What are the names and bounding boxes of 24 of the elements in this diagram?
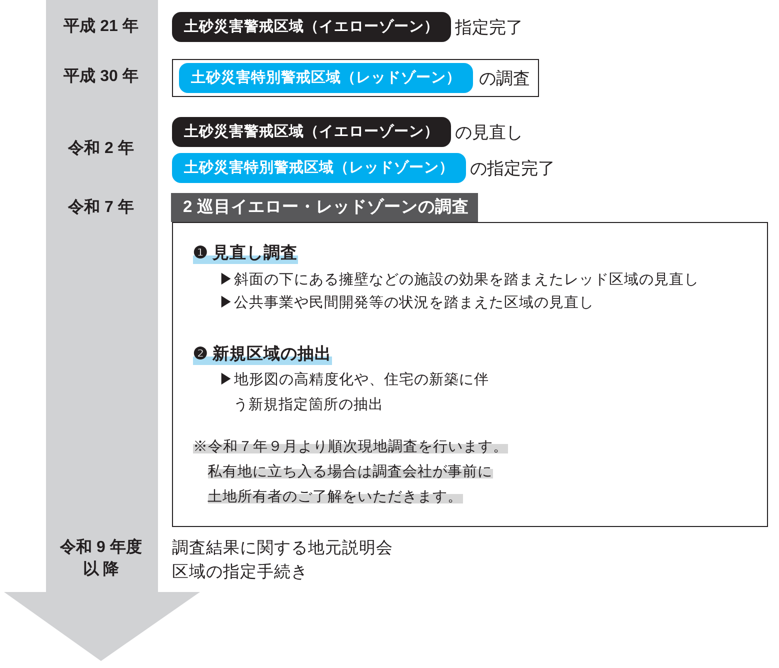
year-label: 令和 7 年 (66, 198, 135, 218)
status-text: の指定完了 (470, 158, 555, 180)
status-text: 指定完了 (455, 16, 523, 38)
zone-badge: 土砂災害警戒区域（イエローゾーン） (172, 117, 451, 147)
status-text: の見直し (455, 122, 523, 144)
step-text: 調査結果に関する地元説明会 (172, 538, 393, 559)
item-heading: ❷ 新規区域の抽出 (193, 343, 332, 365)
zone-badge: 土砂災害特別警戒区域（レッドゾーン） (179, 63, 473, 93)
notice-text: ※令和７年９月より順次現地調査を行います。 (193, 438, 508, 457)
bullet-text: ▶地形図の高精度化や、住宅の新築に伴う新規指定箇所の抽出 (219, 370, 490, 415)
year-label: 平成 30 年 (62, 66, 140, 87)
zone-badge: 土砂災害特別警戒区域（レッドゾーン） (172, 153, 466, 183)
item-heading: ❶ 見直し調査 (193, 242, 298, 264)
zone-badge: 土砂災害警戒区域（イエローゾーン） (172, 12, 451, 42)
survey-frame (172, 59, 539, 97)
year-label: 令和 2 年 (66, 138, 135, 159)
year-label: 令和 9 年度以 降 (58, 537, 143, 580)
bullet-text: ▶公共事業や民間開発等の状況を踏まえた区域の見直し (219, 294, 594, 313)
section-tab: 2 巡目イエロー・レッドゾーンの調査 (171, 193, 478, 222)
notice-text: 私有地に立ち入る場合は調査会社が事前に土地所有者のご了解をいただきます。 (208, 462, 494, 507)
bullet-text: ▶斜面の下にある擁壁などの施設の効果を踏まえたレッド区域の見直し (219, 271, 699, 290)
year-label: 平成 21 年 (62, 16, 140, 37)
status-text: の調査 (479, 68, 530, 90)
step-text: 区域の指定手続き (172, 562, 308, 583)
